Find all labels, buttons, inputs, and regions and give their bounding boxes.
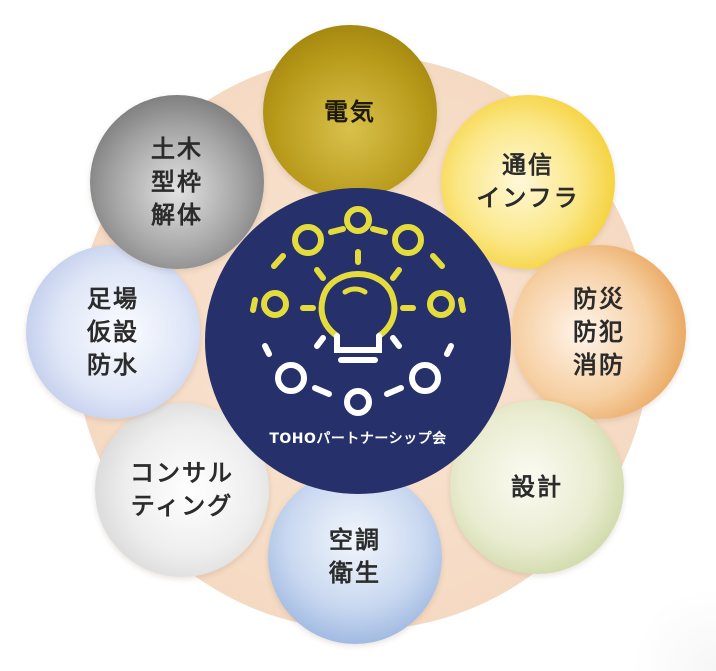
lightbulb-network-icon	[250, 206, 466, 416]
petal-label-hvac-sanitation: 空調 衛生	[329, 526, 381, 587]
petal-civil-formwork-demolition: 土木 型枠 解体	[90, 95, 264, 269]
petal-hvac-sanitation: 空調 衛生	[268, 470, 442, 644]
petal-label-consulting: コンサル ティング	[130, 459, 234, 520]
petal-label-scaffold-temporary-waterproof: 足場 仮設 防水	[87, 284, 139, 379]
petal-electrical: 電気	[263, 25, 437, 199]
petal-scaffold-temporary-waterproof: 足場 仮設 防水	[26, 245, 200, 419]
petal-label-communication-infra: 通信 インフラ	[476, 151, 580, 212]
petal-disaster-security-fire: 防災 防犯 消防	[512, 245, 686, 419]
petal-label-civil-formwork-demolition: 土木 型枠 解体	[151, 134, 203, 229]
petal-label-electrical: 電気	[324, 97, 376, 126]
petal-label-disaster-security-fire: 防災 防犯 消防	[573, 284, 625, 379]
center-title: TOHOパートナーシップ会	[269, 431, 447, 447]
corner-glow	[626, 591, 716, 671]
center-circle: TOHOパートナーシップ会	[205, 188, 511, 494]
petal-label-design: 設計	[511, 472, 563, 501]
